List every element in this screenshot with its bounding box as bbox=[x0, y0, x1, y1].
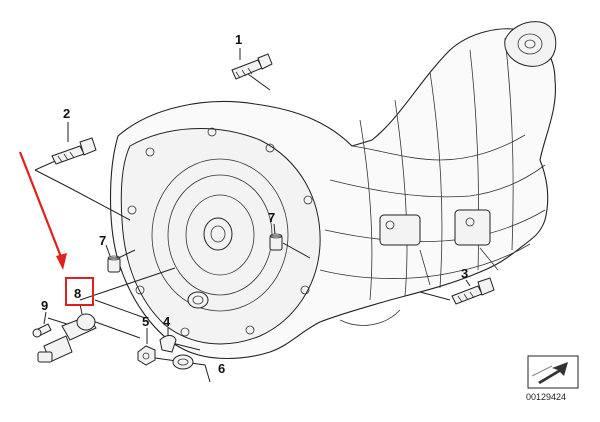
clip-part-4 bbox=[159, 328, 177, 353]
transmission-housing bbox=[109, 21, 557, 360]
screw-part-9 bbox=[32, 311, 52, 338]
nut-part-5 bbox=[137, 328, 156, 366]
plug-part-6 bbox=[172, 354, 194, 370]
red-arrow-indicator bbox=[18, 151, 67, 270]
reference-icon-box bbox=[527, 355, 579, 389]
bolt-part-3 bbox=[451, 277, 495, 305]
callout-3: 3 bbox=[461, 266, 468, 281]
dowel-sleeve-left bbox=[105, 244, 121, 273]
highlight-box-part-8 bbox=[65, 277, 94, 306]
bolt-part-2 bbox=[51, 122, 97, 165]
callout-2: 2 bbox=[63, 106, 70, 121]
callout-1: 1 bbox=[235, 32, 242, 47]
callout-8: 8 bbox=[74, 286, 81, 301]
dowel-sleeve-right bbox=[269, 223, 283, 251]
reference-number: 00129424 bbox=[526, 392, 566, 402]
callout-5: 5 bbox=[142, 314, 149, 329]
callout-4: 4 bbox=[163, 314, 171, 329]
speed-sensor-part-8 bbox=[37, 303, 97, 363]
callout-7-right: 7 bbox=[268, 210, 275, 225]
callout-9: 9 bbox=[41, 298, 48, 313]
callout-7-left: 7 bbox=[99, 233, 106, 248]
bolt-part-1 bbox=[231, 48, 273, 80]
callout-6: 6 bbox=[218, 361, 225, 376]
